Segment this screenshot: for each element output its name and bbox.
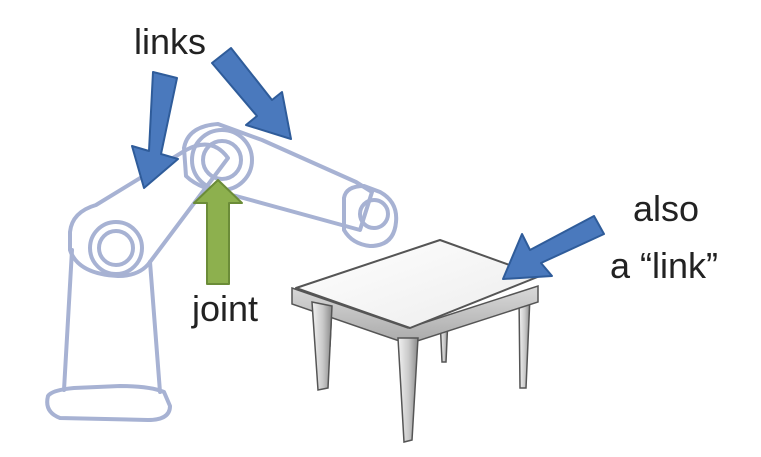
robot-link-3 [182, 122, 374, 232]
links-arrow-1-icon [131, 71, 179, 189]
table-leg-front-middle [397, 337, 419, 443]
links-arrow-2-icon [211, 47, 292, 140]
shoulder-joint [88, 220, 144, 276]
also-label: also [633, 188, 700, 229]
table-leg-front-left [311, 301, 333, 391]
table-leg-back-right [518, 295, 531, 389]
links-label: links [134, 21, 207, 62]
joint-label: joint [192, 288, 259, 329]
robot-link-1 [62, 248, 162, 394]
table-icon [291, 239, 541, 443]
robot-arm-icon [45, 122, 399, 422]
robot-link-2 [68, 142, 230, 278]
a-link-label: a “link” [610, 245, 719, 286]
table-link-arrow-icon [502, 215, 605, 280]
robot-wrist [342, 184, 399, 248]
joint-arrow-icon [193, 179, 243, 285]
